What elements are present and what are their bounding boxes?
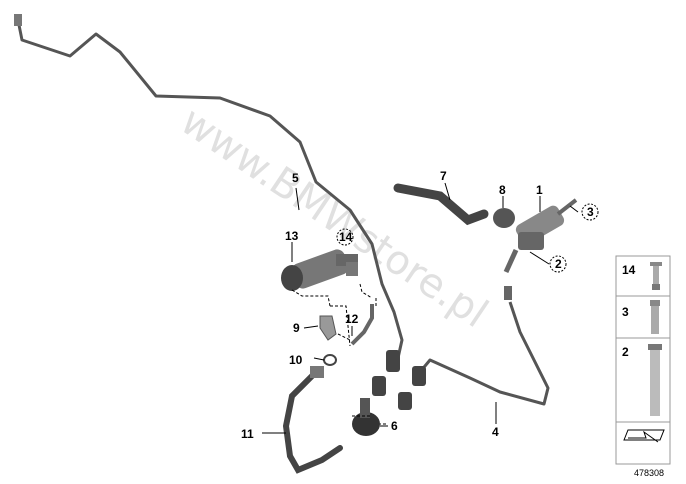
callout-7: 7 xyxy=(440,169,447,183)
pipe-end-fitting xyxy=(14,14,22,26)
diagram-number: 478308 xyxy=(634,468,664,478)
callout-2-circle xyxy=(549,255,567,273)
legend-label-2: 2 xyxy=(622,345,629,359)
pipe-line-4 xyxy=(418,301,550,406)
callout-leaders xyxy=(262,182,579,434)
arrow-icon xyxy=(623,429,665,443)
callout-4: 4 xyxy=(492,425,499,439)
hose-7 xyxy=(393,183,489,226)
callout-5: 5 xyxy=(292,171,299,185)
callout-12: 12 xyxy=(345,312,359,326)
callout-3-circle xyxy=(581,203,599,221)
dashed-leaders xyxy=(291,283,386,425)
callout-3: 3 xyxy=(587,205,594,219)
connector-set-6 xyxy=(352,350,426,436)
callout-1: 1 xyxy=(536,183,543,197)
clip-10 xyxy=(323,354,337,366)
legend-part-3 xyxy=(650,300,660,334)
legend-label-3: 3 xyxy=(622,305,629,319)
master-cylinder-1 xyxy=(503,198,578,300)
legend-part-14 xyxy=(650,262,662,290)
legend-panel xyxy=(615,255,671,465)
grommet-8 xyxy=(493,208,515,228)
callout-13: 13 xyxy=(285,229,299,243)
pipe-line-5 xyxy=(16,19,404,359)
callout-10: 10 xyxy=(289,353,303,367)
callout-8: 8 xyxy=(499,183,506,197)
callout-2: 2 xyxy=(555,257,562,271)
hose-11 xyxy=(282,373,343,474)
callout-14: 14 xyxy=(339,230,353,244)
legend-part-2 xyxy=(648,344,662,416)
callout-6: 6 xyxy=(391,419,398,433)
sensor-12 xyxy=(350,304,374,346)
watermark-text: www.BMWstore.pl xyxy=(172,98,495,337)
legend-label-14: 14 xyxy=(622,263,636,277)
hose-11-fitting xyxy=(310,366,324,378)
bracket-9 xyxy=(319,315,337,341)
slave-cylinder-13 xyxy=(281,249,358,291)
callout-9: 9 xyxy=(293,321,300,335)
callout-11: 11 xyxy=(241,427,254,441)
callout-14-circle xyxy=(336,228,354,246)
